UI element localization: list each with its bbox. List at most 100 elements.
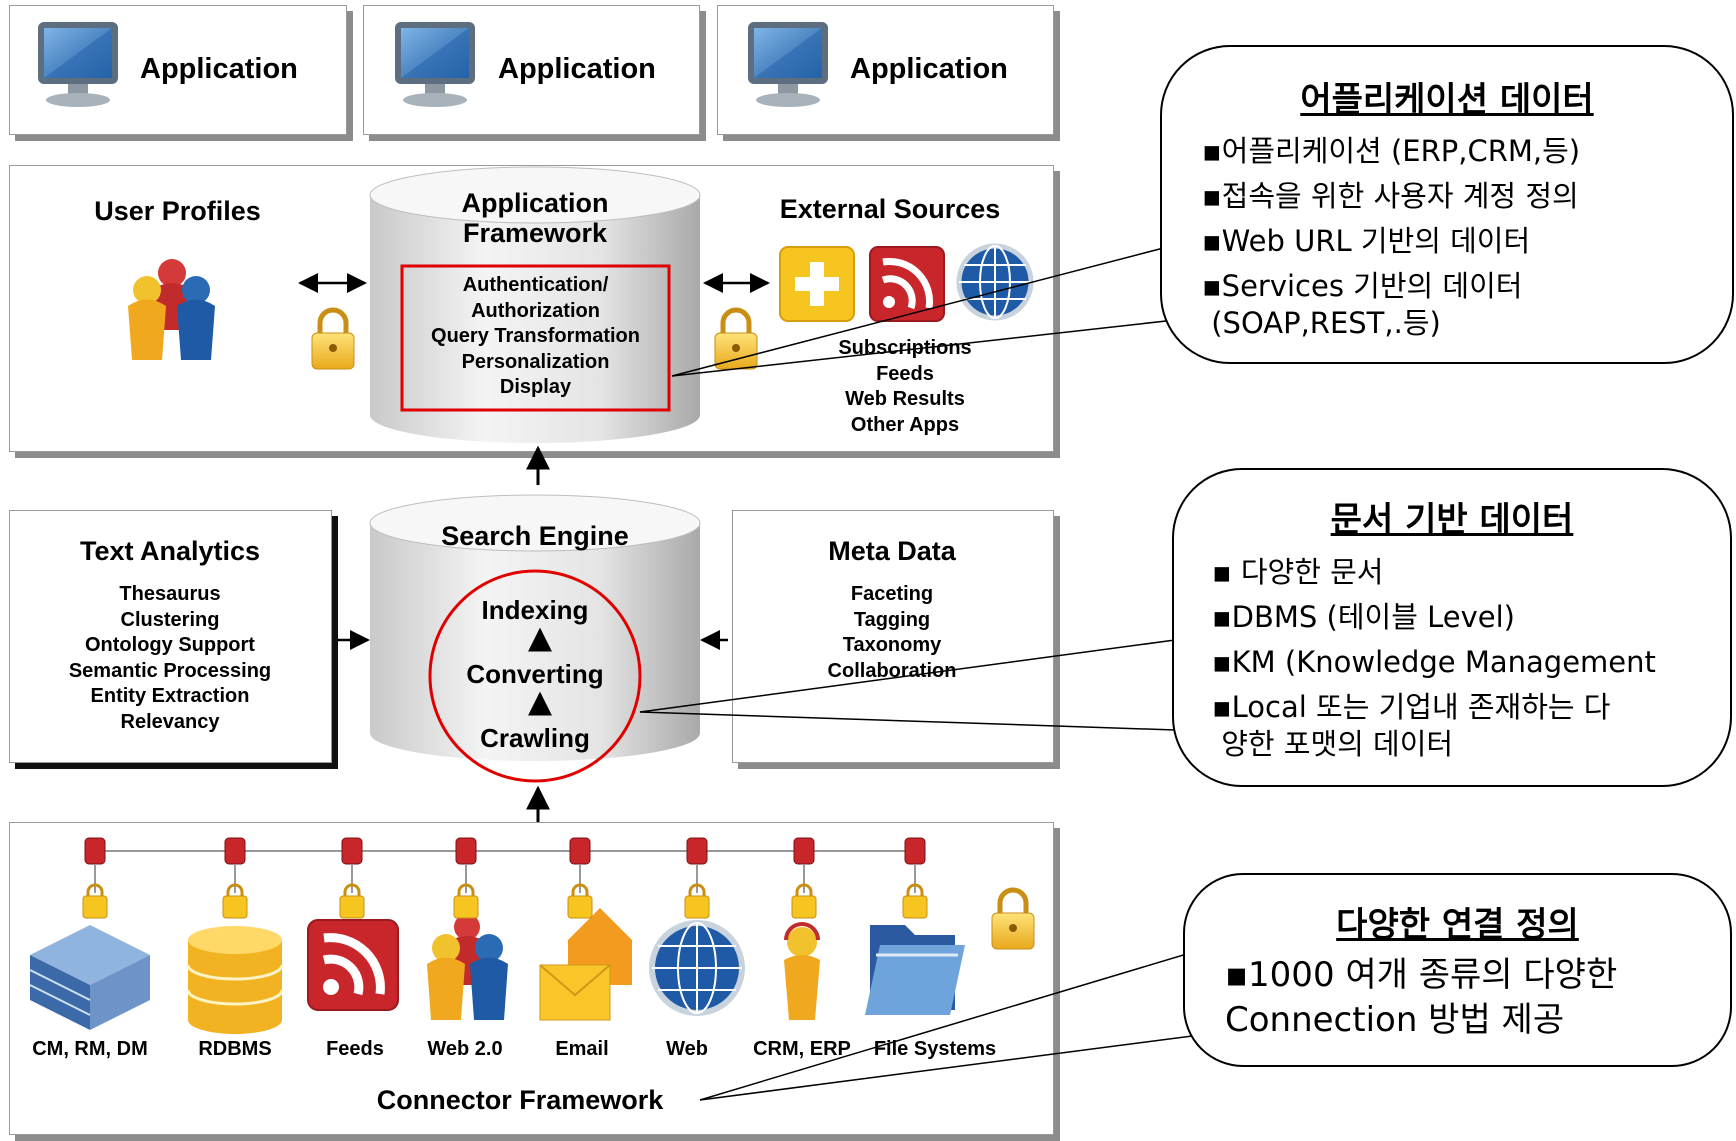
callout-line: ▪ 다양한 문서 xyxy=(1212,555,1384,589)
folder-icon xyxy=(865,925,965,1015)
external-sources-title: External Sources xyxy=(779,194,1001,224)
callout-line: ▪Web URL 기반의 데이터 xyxy=(1202,224,1531,258)
callout-line: (SOAP,REST,.등) xyxy=(1202,306,1441,340)
add-icon xyxy=(779,246,855,322)
framework-item: Authentication/ xyxy=(462,274,609,296)
callout-connection: 다양한 연결 정의 ▪1000 여개 종류의 다양한 Connection 방법… xyxy=(1183,873,1732,1067)
meta-data-item: Tagging xyxy=(853,608,931,631)
lock-icon xyxy=(567,883,593,919)
connector-port xyxy=(84,837,106,865)
monitor-icon xyxy=(38,22,118,107)
text-analytics-item: Thesaurus xyxy=(119,583,221,605)
callout-line: ▪Local 또는 기업내 존재하는 다 xyxy=(1212,690,1611,724)
text-analytics-box xyxy=(9,510,332,763)
connector-label: Email xyxy=(555,1038,609,1060)
callout-line: ▪Services 기반의 데이터 xyxy=(1202,269,1523,303)
lock-icon xyxy=(453,883,479,919)
connector-port xyxy=(686,837,708,865)
lock-icon xyxy=(791,883,817,919)
database-icon xyxy=(186,926,284,1034)
user-profiles-icon xyxy=(128,259,215,360)
lock-icon xyxy=(902,883,928,919)
text-analytics-title: Text Analytics xyxy=(79,536,261,566)
lock-icon xyxy=(311,307,355,370)
connector-port xyxy=(224,837,246,865)
connector-label: Feeds xyxy=(326,1038,384,1060)
framework-item: Authorization xyxy=(471,299,600,322)
lock-icon xyxy=(991,887,1035,950)
connector-label: Web 2.0 xyxy=(427,1038,503,1060)
text-analytics-item: Entity Extraction xyxy=(90,685,250,707)
connector-label: Web xyxy=(666,1038,708,1060)
monitor-icon xyxy=(748,22,828,107)
meta-data-item: Taxonomy xyxy=(842,634,942,656)
meta-data-item: Collaboration xyxy=(827,659,957,682)
connector-port xyxy=(904,837,926,865)
connector-ports xyxy=(84,837,926,893)
search-step-crawling: Crawling xyxy=(480,723,590,753)
callout-doc-data: 문서 기반 데이터 ▪ 다양한 문서 ▪DBMS (테이블 Level) ▪KM… xyxy=(1172,468,1732,787)
connector-port xyxy=(569,837,591,865)
text-analytics-item: Relevancy xyxy=(120,710,220,733)
search-step-converting: Converting xyxy=(466,659,604,689)
search-engine-cylinder xyxy=(369,494,701,783)
application-label-2: Application xyxy=(498,53,656,85)
text-analytics-item: Ontology Support xyxy=(85,634,255,656)
callout-line: ▪KM (Knowledge Management xyxy=(1212,645,1656,679)
callout-app-data: 어플리케이션 데이터 ▪어플리케이션 (ERP,CRM,등) ▪접속을 위한 사… xyxy=(1160,45,1734,364)
search-step-indexing: Indexing xyxy=(481,595,589,625)
callout-line: 양한 포맷의 데이터 xyxy=(1212,727,1454,761)
external-item: Other Apps xyxy=(850,413,960,436)
lock-icon xyxy=(82,883,108,919)
rss-feed-icon xyxy=(307,919,399,1011)
application-framework-cylinder xyxy=(369,166,701,443)
callout-title: 문서 기반 데이터 xyxy=(1330,500,1574,540)
callout-line: Connection 방법 제공 xyxy=(1225,1000,1565,1040)
framework-items: Authentication/ Authorization Query Tran… xyxy=(402,273,669,401)
framework-highlight-box xyxy=(400,264,671,412)
lock-icon xyxy=(684,883,710,919)
lock-icon xyxy=(222,883,248,919)
search-highlight-circle xyxy=(428,569,642,783)
crm-agent-icon xyxy=(784,922,820,1020)
callout-line: ▪1000 여개 종류의 다양한 xyxy=(1225,955,1618,995)
framework-item: Personalization xyxy=(461,350,610,373)
text-analytics-item: Semantic Processing xyxy=(68,659,272,682)
connector-port xyxy=(341,837,363,865)
rss-feed-icon xyxy=(869,246,945,322)
lock-icon xyxy=(714,307,758,370)
meta-data-item: Faceting xyxy=(850,583,934,605)
globe-icon xyxy=(649,920,745,1016)
application-label-3: Application xyxy=(850,53,1008,85)
callout-leader-lines xyxy=(639,244,1201,1101)
connector-port xyxy=(455,837,477,865)
email-icon xyxy=(539,908,632,1021)
application-label-1: Application xyxy=(140,53,298,85)
callout-line: ▪접속을 위한 사용자 계정 정의 xyxy=(1202,179,1579,213)
external-item: Feeds xyxy=(876,362,934,385)
connector-label: CM, RM, DM xyxy=(32,1038,148,1060)
globe-icon xyxy=(956,243,1034,321)
callout-line: ▪DBMS (테이블 Level) xyxy=(1212,600,1515,634)
callout-title: 다양한 연결 정의 xyxy=(1336,905,1579,945)
framework-item: Query Transformation xyxy=(431,325,640,347)
server-icon xyxy=(29,925,150,1030)
search-engine-title: Search Engine xyxy=(441,521,629,551)
framework-item: Display xyxy=(499,376,572,398)
text-analytics-items: Thesaurus Clustering Ontology Support Se… xyxy=(20,582,320,735)
meta-data-title: Meta Data xyxy=(828,536,956,566)
user-profiles-title: User Profiles xyxy=(94,196,261,226)
connector-label: CRM, ERP xyxy=(753,1038,851,1060)
monitor-icon xyxy=(395,22,475,107)
callout-body: ▪ 다양한 문서 ▪DBMS (테이블 Level) ▪KM (Knowledg… xyxy=(1212,550,1656,767)
application-framework-title: Application Framework xyxy=(461,188,609,248)
external-item: Web Results xyxy=(845,388,965,410)
connector-label: File Systems xyxy=(873,1038,997,1060)
connector-port xyxy=(793,837,815,865)
lock-icon xyxy=(339,883,365,919)
external-item: Subscriptions xyxy=(838,337,972,359)
callout-line: ▪어플리케이션 (ERP,CRM,등) xyxy=(1202,134,1581,168)
external-items: Subscriptions Feeds Web Results Other Ap… xyxy=(810,336,1000,438)
connector-framework-title: Connector Framework xyxy=(376,1085,664,1115)
